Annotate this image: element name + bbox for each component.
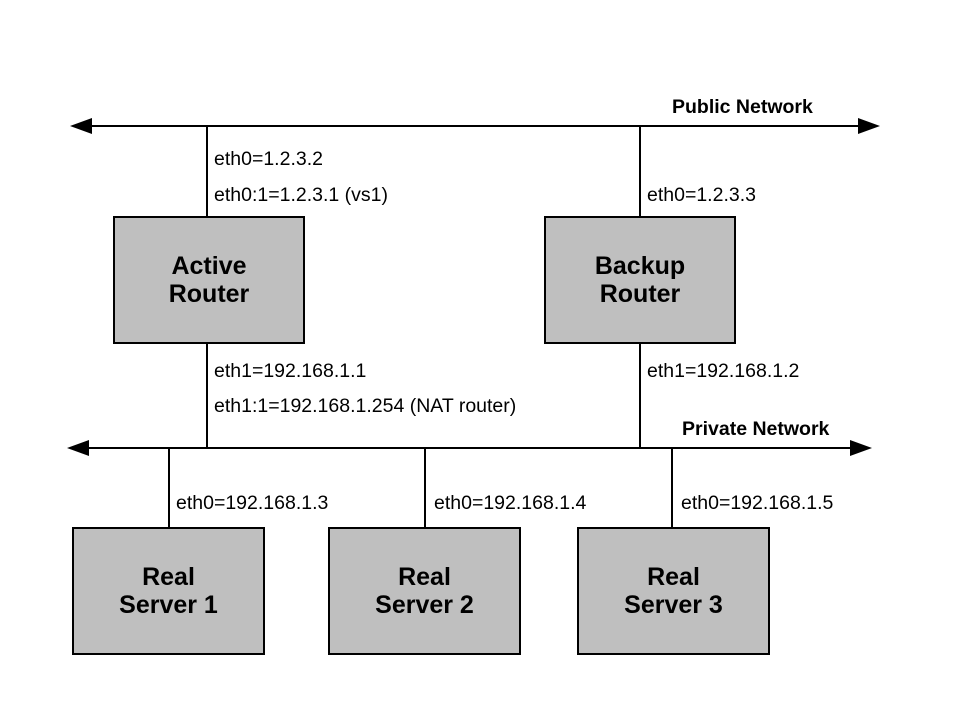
label-active-router-eth0: eth0=1.2.3.2 xyxy=(214,148,323,170)
node-real-server-3[interactable]: Real Server 3 xyxy=(577,527,770,655)
public-network-label: Public Network xyxy=(672,96,813,118)
node-active-router-line2: Router xyxy=(168,280,250,308)
label-backup-router-eth1: eth1=192.168.1.2 xyxy=(647,360,800,382)
node-real-server-2[interactable]: Real Server 2 xyxy=(328,527,521,655)
label-real-server-1-eth0: eth0=192.168.1.3 xyxy=(176,492,329,514)
node-real-server-2-line2: Server 2 xyxy=(375,591,474,619)
public-network-left-arrow-icon xyxy=(70,118,92,134)
private-network-left-arrow-icon xyxy=(67,440,89,456)
label-real-server-2-eth0: eth0=192.168.1.4 xyxy=(434,492,587,514)
node-backup-router[interactable]: Backup Router xyxy=(544,216,736,344)
node-real-server-3-line1: Real xyxy=(647,562,700,591)
private-network-right-arrow-icon xyxy=(850,440,872,456)
public-network-right-arrow-icon xyxy=(858,118,880,134)
node-backup-router-line1: Backup xyxy=(594,251,686,280)
label-active-router-eth0-alias: eth0:1=1.2.3.1 (vs1) xyxy=(214,184,388,206)
node-real-server-1-line2: Server 1 xyxy=(119,591,218,619)
label-active-router-eth1: eth1=192.168.1.1 xyxy=(214,360,367,382)
node-real-server-1-line1: Real xyxy=(142,562,195,591)
node-active-router[interactable]: Active Router xyxy=(113,216,305,344)
label-active-router-eth1-alias: eth1:1=192.168.1.254 (NAT router) xyxy=(214,395,517,417)
private-network-label: Private Network xyxy=(682,418,830,440)
node-active-router-line1: Active xyxy=(171,251,247,280)
node-real-server-1[interactable]: Real Server 1 xyxy=(72,527,265,655)
node-real-server-2-line1: Real xyxy=(398,562,451,591)
node-real-server-3-line2: Server 3 xyxy=(624,591,723,619)
node-backup-router-line2: Router xyxy=(599,280,681,308)
label-real-server-3-eth0: eth0=192.168.1.5 xyxy=(681,492,834,514)
label-backup-router-eth0: eth0=1.2.3.3 xyxy=(647,184,756,206)
